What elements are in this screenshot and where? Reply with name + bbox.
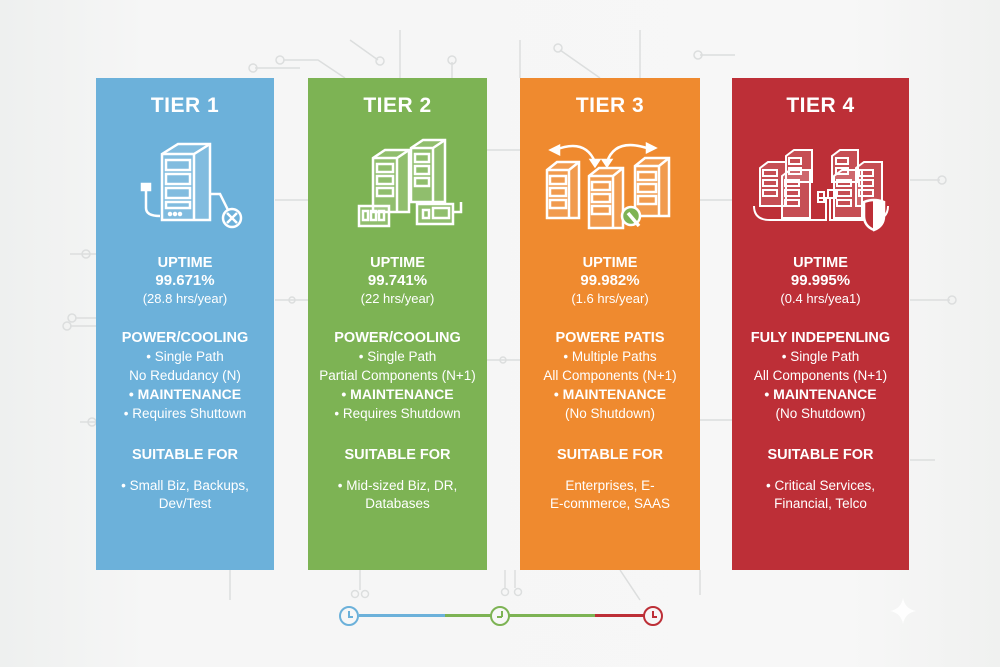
timeline-segment-blue — [359, 614, 445, 617]
clock-icon-blue — [339, 606, 359, 626]
tier-title: TIER 2 — [363, 94, 432, 117]
suitable-for-line-1: • Critical Services, — [766, 478, 875, 493]
power-section-title: POWERE PATIS — [555, 330, 665, 346]
power-section-title: POWER/COOLING — [121, 330, 249, 346]
path-text: • Single Path — [781, 349, 860, 364]
path-text: • Multiple Paths — [563, 349, 657, 364]
downtime-per-year: (22 hrs/year) — [360, 291, 435, 306]
timeline — [339, 604, 665, 626]
suitable-for-line-1: Enterprises, E- — [565, 478, 655, 493]
tier-title: TIER 3 — [575, 94, 645, 117]
uptime-label: UPTIME — [793, 255, 848, 271]
tier-title: TIER 4 — [786, 94, 855, 117]
maintenance-text: • Requires Shuttown — [123, 406, 247, 421]
downtime-per-year: (1.6 hrs/year) — [571, 291, 649, 306]
uptime-percentage: 99.995% — [790, 272, 851, 289]
maintenance-text: (No Shutdown) — [564, 406, 656, 421]
maintenance-label: • MAINTENANCE — [764, 386, 877, 402]
maintenance-label: • MAINTENANCE — [553, 386, 667, 402]
single-server-unplugged-icon — [140, 142, 243, 229]
power-section-title: FULY INDEPENLING — [750, 330, 891, 346]
multi-path-servers-wrench-icon — [545, 141, 671, 230]
maintenance-text: (No Shutdown) — [775, 406, 866, 421]
tier-3-card: TIER 3 UPTIME 99.982% (1.6 hrs/year) POW… — [520, 78, 700, 570]
uptime-percentage: 99.671% — [155, 272, 215, 289]
tier-1-card: TIER 1 UPTIME 99.671% (28.8 hrs/year) PO… — [96, 78, 274, 570]
redundant-servers-shield-icon — [752, 149, 889, 232]
redundancy-text: All Components (N+1) — [753, 368, 888, 383]
tier-2-card: TIER 2 UPTIME 99.741% (22 hrs/year) POWE… — [308, 78, 487, 570]
maintenance-text: • Requires Shutdown — [334, 406, 461, 421]
uptime-percentage: 99.982% — [580, 272, 640, 289]
uptime-percentage: 99.741% — [367, 272, 428, 289]
uptime-label: UPTIME — [157, 255, 213, 271]
suitable-for-line-2: Financial, Telco — [774, 496, 867, 511]
clock-icon-green — [490, 606, 510, 626]
suitable-for-line-2: E-commerce, SAAS — [549, 496, 671, 511]
suitable-for-line-1: • Mid-sized Biz, DR, — [337, 478, 458, 493]
timeline-segment-red — [595, 614, 649, 617]
clock-icon-red — [643, 606, 663, 626]
suitable-for-line-2: Databases — [365, 496, 430, 511]
suitable-for-title: SUITABLE FOR — [556, 447, 664, 463]
power-section-title: POWER/COOLING — [334, 330, 461, 346]
tier-title: TIER 1 — [150, 94, 220, 117]
downtime-per-year: (28.8 hrs/year) — [142, 291, 228, 306]
suitable-for-title: SUITABLE FOR — [767, 447, 874, 463]
redundancy-text: Partial Components (N+1) — [319, 368, 476, 383]
sparkle-icon — [890, 598, 916, 624]
timeline-segment-green — [445, 614, 595, 617]
redundancy-text: No Redudancy (N) — [129, 368, 241, 383]
redundancy-text: All Components (N+1) — [543, 368, 677, 383]
suitable-for-title: SUITABLE FOR — [131, 447, 239, 463]
suitable-for-line-1: • Small Biz, Backups, — [121, 478, 249, 493]
downtime-per-year: (0.4 hrs/yea1) — [780, 291, 861, 306]
path-text: • Single Path — [358, 349, 437, 364]
uptime-label: UPTIME — [370, 255, 425, 271]
uptime-label: UPTIME — [582, 255, 638, 271]
suitable-for-line-2: Dev/Test — [158, 496, 212, 511]
tier-4-card: TIER 4 UPTIME 99.995% (0.4 hrs/yea1) FUL… — [732, 78, 909, 570]
maintenance-label: • MAINTENANCE — [128, 386, 242, 402]
path-text: • Single Path — [146, 349, 224, 364]
servers-with-components-icon — [357, 138, 462, 228]
maintenance-label: • MAINTENANCE — [341, 386, 454, 402]
suitable-for-title: SUITABLE FOR — [344, 447, 451, 463]
